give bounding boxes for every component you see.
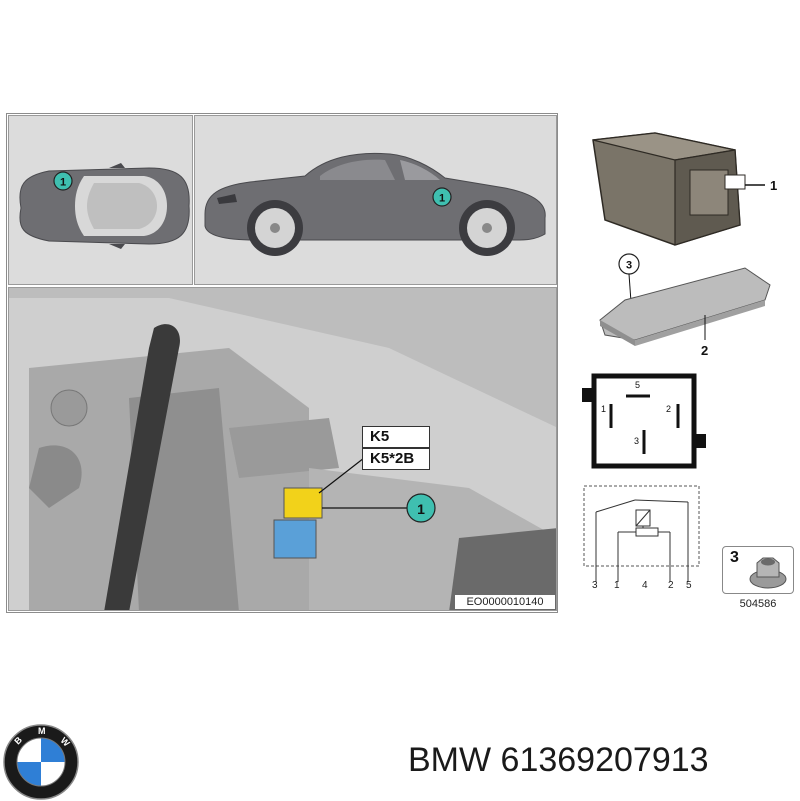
car-side-view: 1 <box>195 116 556 284</box>
car-top-view-panel: 1 <box>8 115 193 285</box>
schematic-pin-4: 4 <box>642 580 648 591</box>
car-top-view: 1 <box>9 116 192 284</box>
bmw-logo: B M W <box>3 724 79 800</box>
callout-1-side-circle <box>432 187 452 207</box>
bracket-callout-number: 2 <box>701 343 708 358</box>
engine-bay-drawing: 1 <box>9 288 556 610</box>
callout-1-top-circle <box>53 171 73 191</box>
relay-schematic <box>583 485 700 582</box>
car-side-view-panel: 1 <box>194 115 557 285</box>
image-code-text: EO0000010140 <box>466 596 544 608</box>
label-k5: K5 <box>362 426 430 448</box>
yellow-connector <box>283 487 323 519</box>
relay-callout-number: 1 <box>770 178 777 193</box>
bracket-nut-callout-number: 3 <box>626 260 632 272</box>
callout-1-side-text: 1 <box>439 193 445 205</box>
relay-part: 1 <box>592 132 777 246</box>
callout-1-engine-circle <box>406 493 436 523</box>
pin-1-label: 1 <box>601 404 606 414</box>
pin-5-label: 5 <box>635 380 640 390</box>
part-code: 504586 <box>722 598 794 610</box>
relay-pin-layout: 5 1 2 3 <box>582 373 706 469</box>
label-k5-2b-text: K5*2B <box>370 450 415 467</box>
image-code: EO0000010140 <box>455 595 555 609</box>
nut-box: 3 <box>722 546 794 594</box>
footer-brand: BMW <box>408 741 492 779</box>
blue-connector <box>273 519 317 559</box>
schematic-pin-3: 3 <box>592 580 598 591</box>
engine-bay-panel: 1 <box>8 287 557 611</box>
schematic-pin-5: 5 <box>686 580 692 591</box>
nut-box-number: 3 <box>730 549 739 566</box>
pin-3-label: 3 <box>634 436 639 446</box>
callout-1-top-text: 1 <box>60 177 66 189</box>
callout-1-engine-text: 1 <box>417 501 425 517</box>
footer-part-number: 61369207913 <box>500 741 709 779</box>
schematic-pin-1: 1 <box>614 580 620 591</box>
label-k5-2b: K5*2B <box>362 448 430 470</box>
schematic-pin-labels: 3 1 4 2 5 <box>580 580 705 594</box>
pin-2-label: 2 <box>666 404 671 414</box>
part-code-text: 504586 <box>739 598 777 610</box>
bracket-part: 3 2 <box>599 253 771 358</box>
nut-icon <box>749 557 787 589</box>
svg-text:M: M <box>38 726 46 736</box>
schematic-pin-2: 2 <box>668 580 674 591</box>
label-k5-text: K5 <box>370 428 390 445</box>
footer-title: BMW 61369207913 <box>408 738 798 782</box>
